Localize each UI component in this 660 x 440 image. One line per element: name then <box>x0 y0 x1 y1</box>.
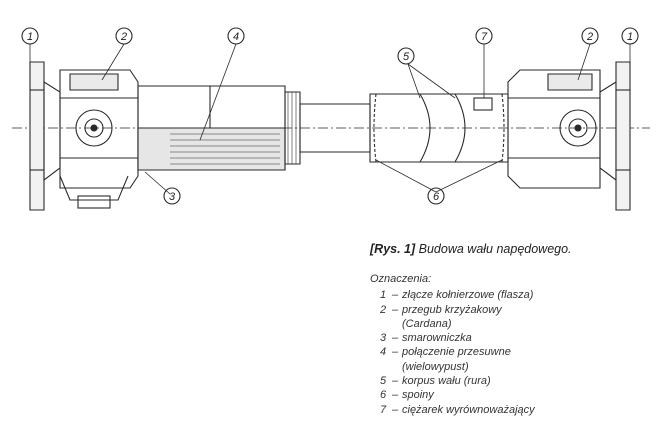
spline-section <box>137 85 301 171</box>
callout-label-5: 5 <box>403 51 410 63</box>
legend-item: 6– spoiny <box>370 388 552 402</box>
callout-label-1-right: 1 <box>627 31 633 43</box>
callout-label-2-left: 2 <box>120 31 127 43</box>
legend-item-number: 7 <box>380 403 387 416</box>
legend-item-text: ciężarek wyrównoważający <box>402 403 535 416</box>
figure-caption: [Rys. 1] Budowa wału napędowego. <box>370 242 572 256</box>
legend-item-text: korpus wału (rura) <box>402 375 491 388</box>
shaft-tube <box>299 93 509 163</box>
callout-label-6: 6 <box>433 191 440 203</box>
legend-item: 2– przegub krzyżakowy (Cardana) <box>370 303 552 332</box>
callout-label-3: 3 <box>169 191 176 203</box>
legend-item-number: 3 <box>380 332 387 345</box>
right-universal-joint <box>507 69 601 189</box>
callout-circle-5 <box>397 47 415 65</box>
callout-circle-7 <box>475 27 493 45</box>
callout-label-2-right: 2 <box>586 31 593 43</box>
legend-item-text: smarowniczka <box>402 332 472 345</box>
legend-heading: Oznaczenia: <box>370 273 432 285</box>
callout-label-1-left: 1 <box>27 31 33 43</box>
legend-item-number: 6 <box>380 389 387 402</box>
legend-item-number: 2 <box>380 303 387 316</box>
legend-item: 7– ciężarek wyrównoważający <box>370 403 552 417</box>
legend-item-text: spoiny <box>402 389 434 402</box>
callout-circle-6 <box>427 187 445 205</box>
drive-shaft-drawing: 1 2 3 4 5 6 7 2 1 <box>12 27 650 211</box>
legend-item-number: 4 <box>380 346 387 359</box>
legend-item: 1– złącze kołnierzowe (flasza) <box>370 288 552 302</box>
callout-circle-3 <box>163 187 181 205</box>
callout-circle-2-left <box>115 27 133 45</box>
legend-item: 5– korpus wału (rura) <box>370 374 552 388</box>
right-flange <box>599 61 631 211</box>
leader-lines <box>29 43 631 195</box>
legend-item-number: 1 <box>380 289 387 302</box>
left-universal-joint <box>59 69 139 209</box>
legend-item-text: złącze kołnierzowe (flasza) <box>402 289 534 302</box>
legend-item: 4– połączenie przesuwne (wielowypust) <box>370 345 552 374</box>
legend-item: 3– smarowniczka <box>370 331 552 345</box>
callout-circle-1-left <box>21 27 39 45</box>
callout-label-7: 7 <box>481 31 488 43</box>
callout-circle-1-right <box>621 27 639 45</box>
callout-label-4: 4 <box>233 31 239 43</box>
legend-item-text: przegub krzyżakowy (Cardana) <box>402 303 502 330</box>
figure-title: Budowa wału napędowego. <box>418 242 572 256</box>
callout-circle-2-right <box>581 27 599 45</box>
legend-item-text: połączenie przesuwne (wielowypust) <box>402 346 511 373</box>
legend: Oznaczenia: 1– złącze kołnierzowe (flasz… <box>370 272 552 417</box>
left-flange <box>29 61 61 211</box>
figure-tag: [Rys. 1] <box>370 242 416 256</box>
callout-circle-4 <box>227 27 245 45</box>
legend-item-number: 5 <box>380 375 387 388</box>
